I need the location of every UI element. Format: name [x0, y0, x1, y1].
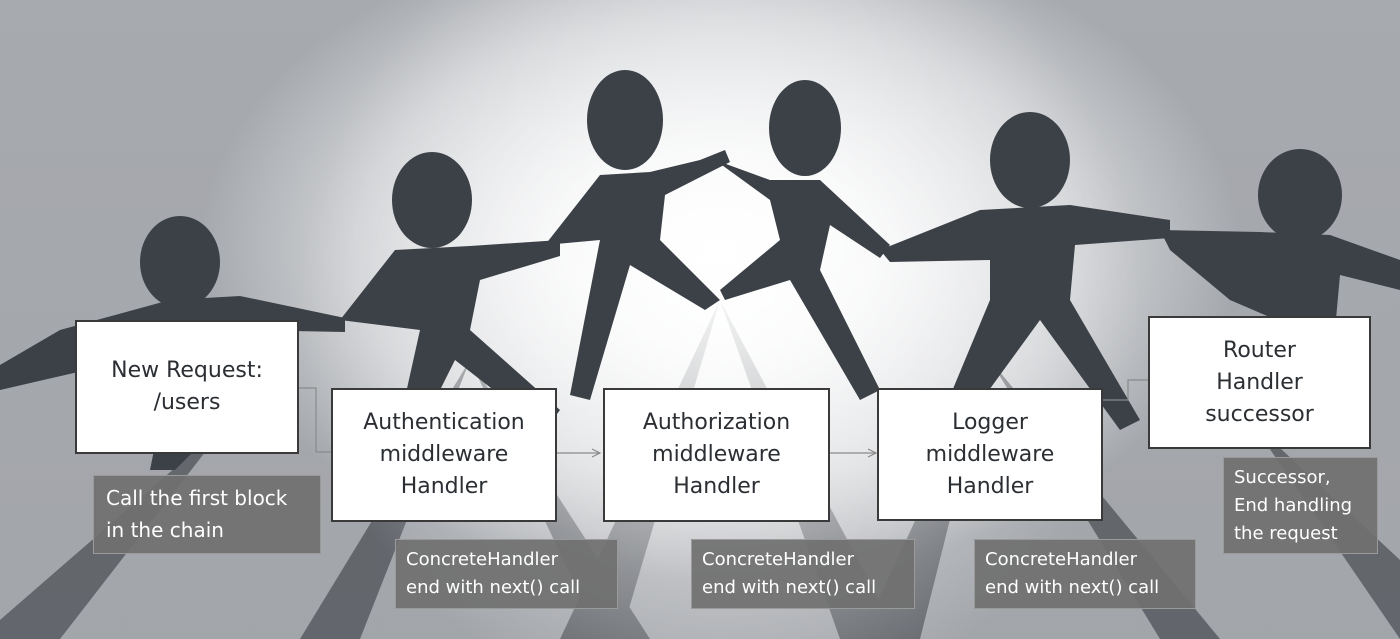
authorization-note-line-1: ConcreteHandler — [702, 549, 854, 570]
router-line-2: Handler — [1216, 369, 1303, 395]
authentication-handler-box: Authentication middleware Handler — [331, 388, 557, 522]
chain-connectors — [298, 379, 1148, 458]
authentication-line-3: Handler — [400, 474, 488, 499]
paper-figure-6 — [1160, 149, 1400, 330]
authorization-handler-box: Authorization middleware Handler — [603, 388, 830, 522]
router-note-line-2: End handling — [1234, 495, 1353, 516]
request-note-line-1: Call the first block — [106, 486, 288, 510]
authentication-line-2: middleware — [379, 442, 509, 467]
router-line-1: Router — [1223, 337, 1296, 363]
paper-figure-3 — [545, 70, 730, 400]
arrow-head-auth-authz — [591, 448, 602, 458]
request-line-2: /users — [153, 390, 221, 415]
request-note-line-2: in the chain — [106, 518, 224, 542]
logger-line-2: middleware — [925, 441, 1055, 467]
authorization-note: ConcreteHandler end with next() call — [691, 539, 915, 609]
router-note-line-3: the request — [1234, 523, 1338, 544]
paper-figure-2 — [340, 152, 560, 430]
logger-line-1: Logger — [952, 409, 1028, 435]
authentication-note-line-2: end with next() call — [406, 577, 581, 598]
logger-note-line-1: ConcreteHandler — [985, 549, 1137, 570]
request-box: New Request: /users — [75, 320, 299, 454]
authentication-note: ConcreteHandler end with next() call — [395, 539, 618, 609]
logger-note-line-2: end with next() call — [985, 577, 1160, 598]
authentication-line-1: Authentication — [363, 410, 525, 435]
authorization-line-3: Handler — [673, 474, 760, 499]
authorization-line-2: middleware — [652, 442, 781, 467]
request-note: Call the first block in the chain — [93, 475, 321, 554]
router-line-3: successor — [1205, 401, 1314, 427]
paper-figure-4 — [715, 80, 890, 400]
paper-figure-5 — [880, 112, 1170, 430]
authorization-line-1: Authorization — [642, 410, 791, 435]
router-handler-box: Router Handler successor — [1148, 316, 1371, 449]
router-note: Successor, End handling the request — [1223, 457, 1378, 554]
router-note-line-1: Successor, — [1234, 467, 1331, 488]
arrow-head-authz-logger — [867, 448, 878, 458]
logger-note: ConcreteHandler end with next() call — [974, 539, 1196, 609]
logger-line-3: Handler — [946, 473, 1034, 499]
logger-handler-box: Logger middleware Handler — [877, 388, 1103, 521]
authorization-note-line-2: end with next() call — [702, 577, 877, 598]
connector-request-auth — [298, 387, 332, 453]
connector-logger-router — [1102, 379, 1148, 401]
authentication-note-line-1: ConcreteHandler — [406, 549, 558, 570]
request-line-1: New Request: — [111, 358, 263, 383]
